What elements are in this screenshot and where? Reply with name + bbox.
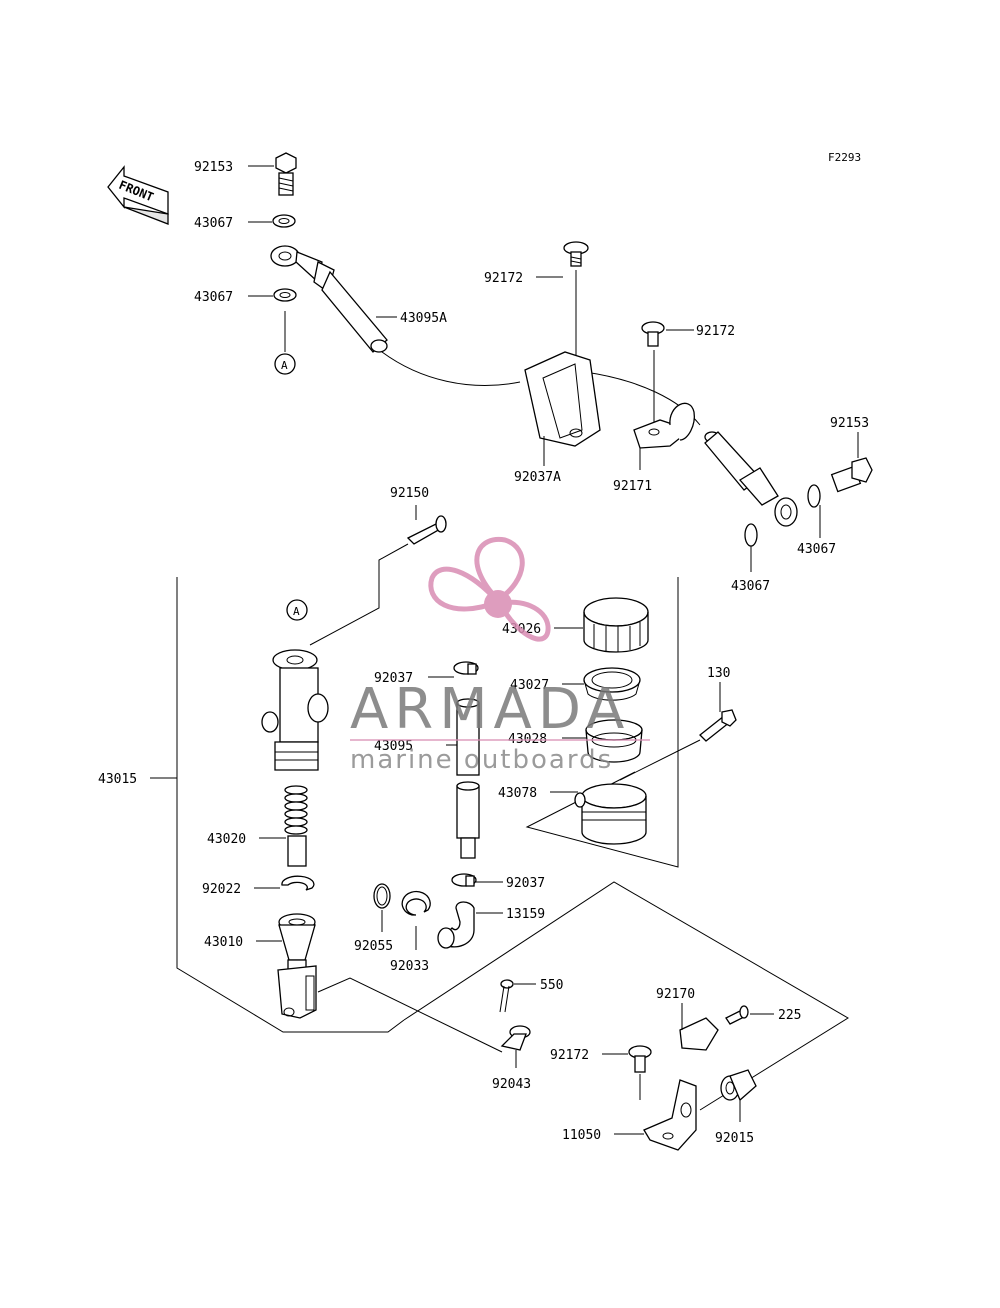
part-label-92037-b: 92037 — [506, 876, 545, 891]
reservoir-cap-43026 — [583, 597, 649, 653]
push-rod-43010 — [277, 913, 317, 1019]
part-label-43067-c: 43067 — [797, 542, 836, 557]
part-label-43010: 43010 — [204, 935, 243, 950]
part-label-92037A: 92037A — [514, 470, 561, 485]
hose-clip-92037-b — [451, 873, 477, 887]
ref-marker-a-top-label: A — [281, 359, 288, 372]
reservoir-43078 — [574, 783, 647, 845]
screw-92172-c — [628, 1045, 652, 1073]
circlip-92033 — [401, 890, 431, 916]
bolt-130 — [699, 709, 737, 742]
bushing-92015 — [720, 1069, 757, 1102]
part-label-92033: 92033 — [390, 959, 429, 974]
clamp-92171 — [633, 402, 695, 449]
part-label-43067-b: 43067 — [194, 290, 233, 305]
part-label-92015: 92015 — [715, 1131, 754, 1146]
part-label-43067-d: 43067 — [731, 579, 770, 594]
master-cylinder-body — [261, 649, 329, 771]
part-label-92037-a: 92037 — [374, 671, 413, 686]
part-label-92172-c: 92172 — [550, 1048, 589, 1063]
ref-marker-a-top — [274, 353, 296, 375]
part-label-92043: 92043 — [492, 1077, 531, 1092]
clip-92170 — [679, 1017, 719, 1051]
propeller-icon — [428, 536, 551, 642]
part-label-43027: 43027 — [510, 678, 549, 693]
part-label-43095A: 43095A — [400, 311, 447, 326]
screw-92172-b — [641, 321, 665, 347]
bracket-11050 — [643, 1079, 697, 1151]
part-label-92172-b: 92172 — [696, 324, 735, 339]
circlip-92022 — [281, 875, 315, 891]
part-label-43078: 43078 — [498, 786, 537, 801]
part-label-43015: 43015 — [98, 772, 137, 787]
part-label-92153-right: 92153 — [830, 416, 869, 431]
o-ring-92055 — [373, 883, 391, 909]
assembly-outline-43015 — [176, 577, 405, 1033]
part-label-43067-a: 43067 — [194, 216, 233, 231]
part-label-92022: 92022 — [202, 882, 241, 897]
brake-hose-43095A — [270, 245, 701, 426]
ref-marker-a-bottom-label: A — [293, 605, 300, 618]
cotter-pin-550 — [499, 979, 514, 1013]
bracket-92037A — [524, 351, 601, 447]
part-label-13159: 13159 — [506, 907, 545, 922]
watermark-brand: ARMADA — [350, 677, 630, 742]
bolt-92150 — [406, 515, 447, 545]
hose-clip-92037-a — [453, 661, 479, 675]
part-label-92055: 92055 — [354, 939, 393, 954]
elbow-fitting-13159 — [437, 901, 475, 949]
part-label-43095: 43095 — [374, 739, 413, 754]
part-label-92172-a: 92172 — [484, 271, 523, 286]
banjo-bolt-92153-right — [830, 457, 873, 493]
diaphragm-plate-43027 — [583, 667, 641, 701]
part-label-43020: 43020 — [207, 832, 246, 847]
washer-43067-c — [807, 484, 821, 508]
part-label-225: 225 — [778, 1008, 801, 1023]
watermark-tagline: marine outboards — [350, 745, 613, 775]
brake-hose-end-right — [704, 431, 798, 527]
washer-43067-a — [272, 214, 296, 228]
figure-code: F2293 — [828, 151, 861, 164]
pipe-43095 — [456, 698, 480, 859]
washer-43067-d — [744, 523, 758, 547]
screw-92172-a — [563, 241, 589, 267]
ref-marker-a-bottom — [286, 599, 308, 621]
part-label-92171: 92171 — [613, 479, 652, 494]
part-label-92153-top: 92153 — [194, 160, 233, 175]
part-label-92170: 92170 — [656, 987, 695, 1002]
part-label-11050: 11050 — [562, 1128, 601, 1143]
front-arrow-icon: FRONT — [107, 165, 169, 225]
banjo-bolt-92153-top — [275, 152, 297, 196]
washer-43067-b — [273, 288, 297, 302]
screw-225 — [725, 1005, 749, 1025]
piston-spring-43020 — [284, 785, 308, 867]
part-label-130: 130 — [707, 666, 730, 681]
part-label-550: 550 — [540, 978, 563, 993]
part-label-92150: 92150 — [390, 486, 429, 501]
clevis-pin-92043 — [500, 1025, 531, 1051]
armada-watermark-logo: ARMADA marine outboards — [350, 536, 650, 775]
